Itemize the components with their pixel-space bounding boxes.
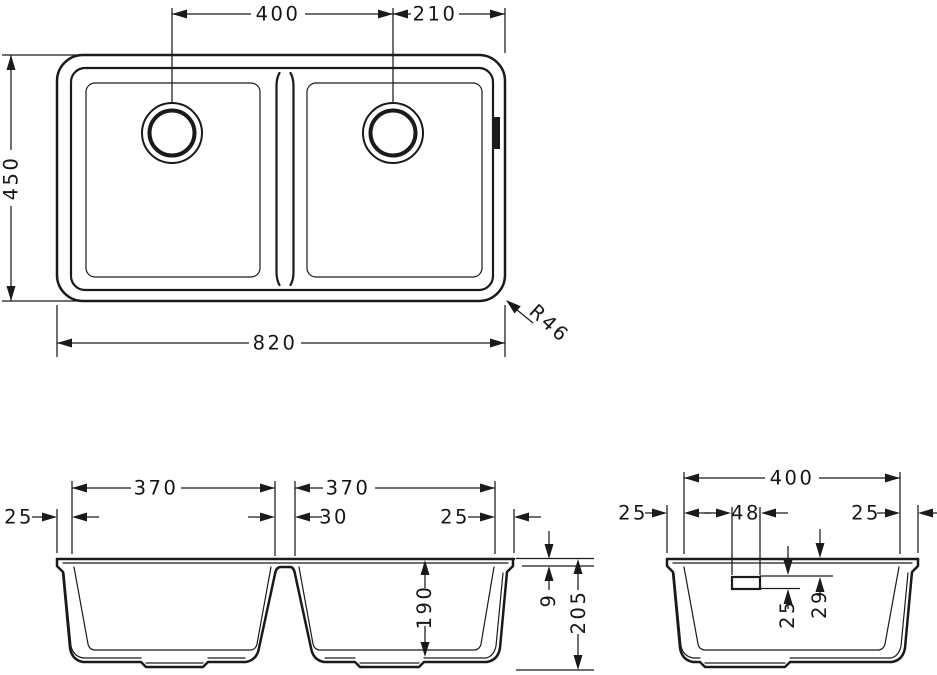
dim-label-left-bowl-width: 370 xyxy=(134,477,179,500)
dim-label-overflow-offset: 29 xyxy=(808,589,831,619)
right-bowl-floor-edge xyxy=(306,82,483,278)
dim-label-overall-width: 820 xyxy=(253,332,298,355)
front-right-bowl-interior xyxy=(298,566,495,651)
front-left-bowl-interior xyxy=(73,566,272,651)
front-section-view: 370 370 25 30 25 190 9 205 xyxy=(4,477,594,671)
bowl-divider-right-edge xyxy=(289,71,295,287)
dim-label-total-height: 205 xyxy=(567,590,590,635)
dim-label-overall-depth: 450 xyxy=(0,156,23,201)
side-wall-inner-contour xyxy=(673,572,909,664)
right-drain-outer xyxy=(362,102,424,164)
dim-label-rim-height: 9 xyxy=(537,593,560,608)
side-section-view: 400 25 48 25 25 29 xyxy=(618,467,937,669)
front-section-extension-lines xyxy=(56,481,594,671)
side-bowl-interior xyxy=(683,566,900,651)
left-drain-inner xyxy=(147,108,197,158)
top-view: 400 210 450 820 R46 xyxy=(0,3,574,357)
left-bowl-floor-edge xyxy=(85,82,261,278)
dim-label-drain-to-edge: 210 xyxy=(413,3,458,26)
dim-label-right-rim: 25 xyxy=(440,506,470,529)
front-section-arrowheads xyxy=(42,483,583,670)
top-view-dimension-lines xyxy=(10,13,534,344)
sink-rim-outline xyxy=(69,66,495,292)
side-section-arrowheads xyxy=(652,473,933,604)
right-drain-inner xyxy=(368,108,418,158)
overflow-slot-mark xyxy=(492,117,500,149)
dim-label-bowl-length: 400 xyxy=(770,467,815,490)
dim-label-left-rim: 25 xyxy=(4,506,34,529)
front-wall-inner-contour xyxy=(63,572,504,664)
dim-label-divider-width: 30 xyxy=(319,506,349,529)
dim-label-back-rim: 25 xyxy=(851,502,881,525)
dim-label-overflow-height: 25 xyxy=(776,599,799,629)
bowl-divider-left-edge xyxy=(275,71,281,287)
front-outer-contour xyxy=(55,557,515,669)
dim-label-drain-spacing: 400 xyxy=(256,3,301,26)
top-view-extension-lines xyxy=(2,8,506,357)
dim-label-front-rim: 25 xyxy=(618,502,648,525)
side-section-dimension-lines xyxy=(645,477,937,609)
dim-label-overflow-width: 48 xyxy=(731,502,761,525)
side-outer-contour xyxy=(665,557,920,669)
sink-outer-outline xyxy=(55,53,507,303)
dim-label-corner-radius: R46 xyxy=(525,300,574,348)
top-view-arrowheads xyxy=(6,9,521,348)
front-section-dimension-lines xyxy=(32,487,579,656)
left-drain-outer xyxy=(141,102,203,164)
dim-label-bowl-depth: 190 xyxy=(413,585,436,630)
dim-label-right-bowl-width: 370 xyxy=(326,477,371,500)
overflow-hole-section xyxy=(730,575,762,591)
